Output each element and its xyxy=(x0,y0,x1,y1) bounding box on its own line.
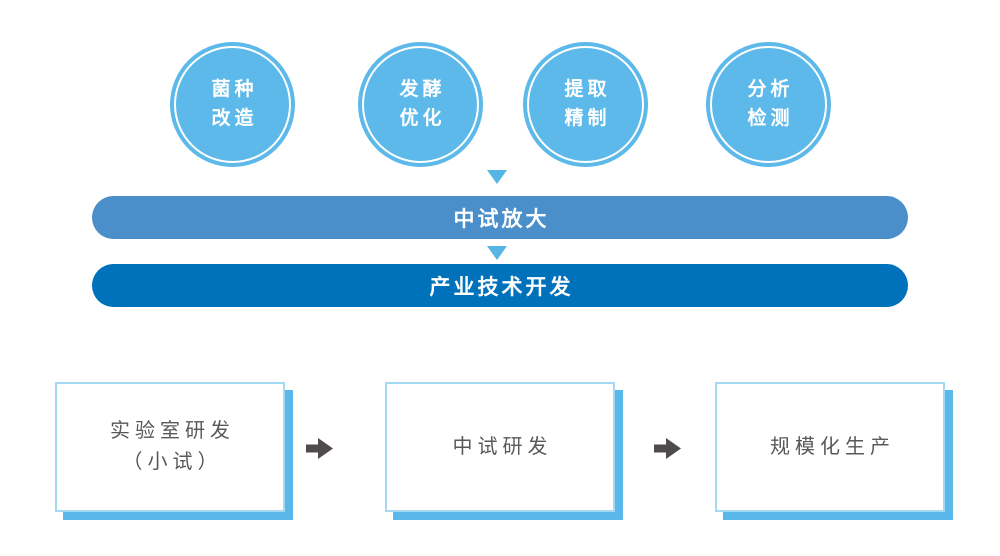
flow-box-scale-production: 规模化生产 xyxy=(715,382,945,512)
bar-label: 产业技术开发 xyxy=(429,275,574,299)
circle-inner-ring xyxy=(527,46,644,163)
flow-box-label: （小试） xyxy=(122,451,223,473)
triangle-down-icon xyxy=(487,170,507,184)
circle-strain-modification: 菌种 改造 xyxy=(170,42,295,167)
circle-label: 发酵 优化 xyxy=(399,79,446,129)
circle-fermentation-optimization: 发酵 优化 xyxy=(358,42,483,167)
flow-box-lab-research: 实验室研发 （小试） xyxy=(55,382,285,512)
circle-extraction-refining: 提取 精制 xyxy=(523,42,648,167)
circle-analysis-testing: 分析 检测 xyxy=(706,42,831,167)
circle-label: 提取 精制 xyxy=(564,79,611,129)
flow-box-pilot-research: 中试研发 xyxy=(385,382,615,512)
bar-pilot-scaleup: 中试放大 xyxy=(92,196,908,239)
circle-inner-ring xyxy=(710,46,827,163)
flow-box-label: 中试研发 xyxy=(452,435,553,458)
circle-inner-ring xyxy=(174,46,291,163)
circle-inner-ring xyxy=(362,46,479,163)
flow-box-label: 实验室研发 xyxy=(110,420,235,442)
flow-box-label: 规模化生产 xyxy=(770,435,895,458)
arrow-right-icon xyxy=(306,438,333,459)
circle-label: 菌种 改造 xyxy=(211,79,258,129)
bar-label: 中试放大 xyxy=(453,207,550,231)
bar-industrial-tech-development: 产业技术开发 xyxy=(92,264,908,307)
arrow-right-icon xyxy=(654,438,681,459)
circle-label: 分析 检测 xyxy=(747,79,794,129)
triangle-down-icon xyxy=(487,246,507,260)
